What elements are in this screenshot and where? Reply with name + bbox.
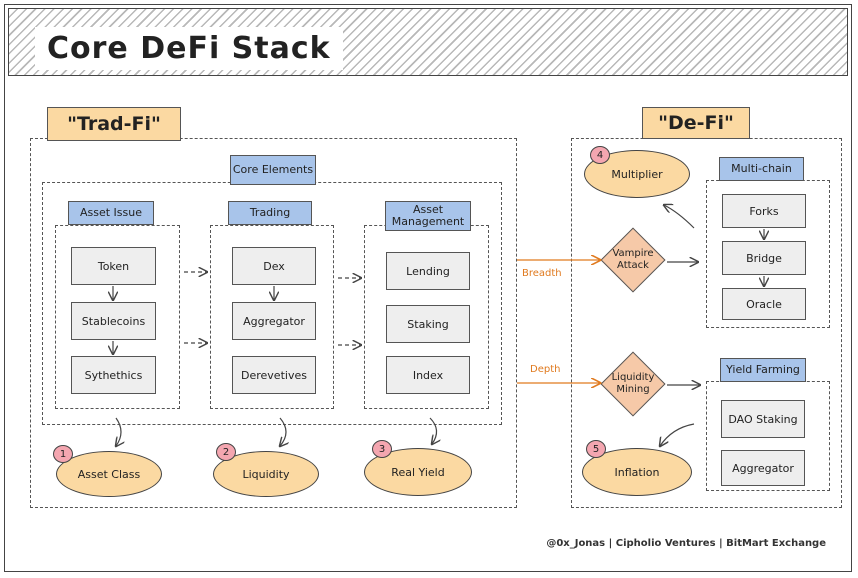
trading-label: Trading [228, 201, 312, 225]
multiplier-ellipse: Multiplier [584, 150, 690, 198]
stablecoins-box: Stablecoins [71, 302, 156, 340]
breadth-label: Breadth [522, 268, 562, 279]
aggregator-box: Aggregator [232, 302, 316, 340]
forks-box: Forks [722, 194, 806, 228]
header-banner: Core DeFi Stack [8, 8, 848, 76]
bridge-box: Bridge [722, 241, 806, 275]
lending-box: Lending [386, 252, 470, 290]
yield-farming-label: Yield Farming [720, 358, 806, 382]
tradfi-region [30, 138, 517, 508]
defi-aggregator-box: Aggregator [721, 450, 805, 486]
outer-frame [4, 4, 852, 572]
dex-box: Dex [232, 247, 316, 285]
token-box: Token [71, 247, 156, 285]
vampire-attack-label: Vampire Attack [612, 248, 654, 271]
outcome-number-3: 3 [372, 440, 392, 458]
staking-box: Staking [386, 305, 470, 343]
defi-label: "De-Fi" [642, 107, 750, 139]
liquidity-mining-label: Liquidity Mining [611, 372, 655, 395]
synthetics-box: Sythethics [71, 356, 156, 394]
core-elements-label: Core Elements [230, 155, 316, 185]
asset-management-label: Asset Management [385, 201, 471, 231]
asset-issue-group [55, 225, 180, 409]
derivatives-box: Derevetives [232, 356, 316, 394]
outcome-number-4: 4 [590, 146, 610, 164]
index-box: Index [386, 356, 470, 394]
asset-class-ellipse: Asset Class [56, 451, 162, 497]
multichain-label: Multi-chain [719, 157, 804, 181]
oracle-box: Oracle [722, 288, 806, 320]
arrow-yield-inflation [660, 423, 695, 446]
asset-issue-label: Asset Issue [68, 201, 154, 225]
outcome-number-2: 2 [216, 443, 236, 461]
arrow-vampire-multiplier [664, 205, 695, 229]
credit-line: @0x_Jonas | Cipholio Ventures | BitMart … [546, 538, 826, 549]
tradfi-label: "Trad-Fi" [47, 107, 181, 141]
depth-label: Depth [530, 364, 561, 375]
outcome-number-5: 5 [586, 440, 606, 458]
liquidity-mining-diamond: Liquidity Mining [600, 351, 666, 417]
arrow-to-liquidity [280, 417, 286, 446]
outcome-number-1: 1 [53, 445, 73, 463]
dao-staking-box: DAO Staking [721, 400, 805, 438]
page-title: Core DeFi Stack [35, 27, 343, 70]
arrow-to-real-yield [429, 417, 437, 444]
trading-group [210, 225, 334, 409]
arrow-to-asset-class [116, 417, 121, 446]
vampire-attack-diamond: Vampire Attack [600, 227, 666, 293]
